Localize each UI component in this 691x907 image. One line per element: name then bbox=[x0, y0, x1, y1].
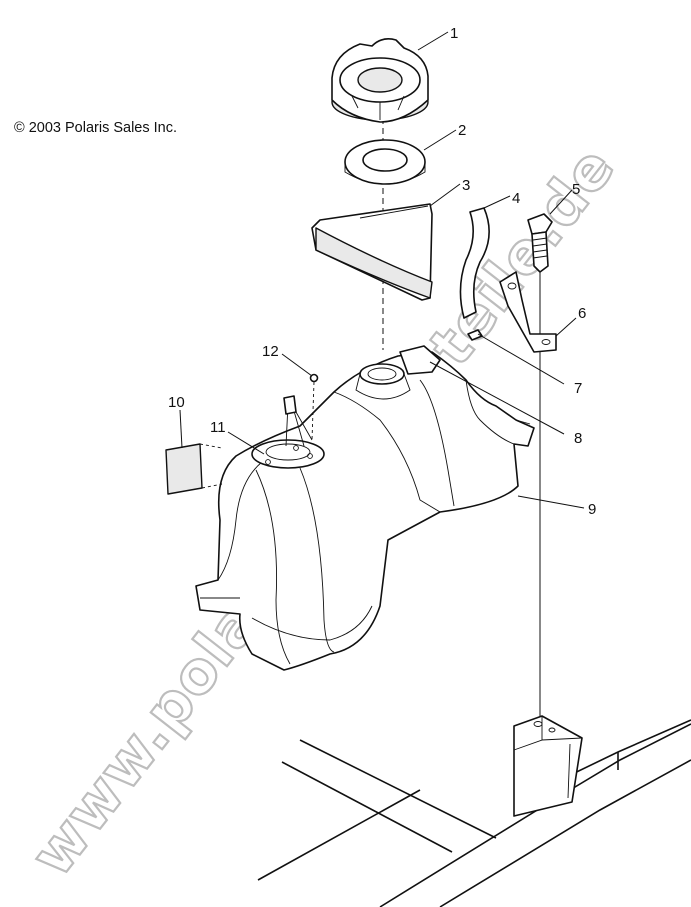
callout-8: 8 bbox=[574, 430, 582, 447]
callout-2: 2 bbox=[458, 122, 466, 139]
part-vent-hose bbox=[459, 207, 490, 319]
callout-4: 4 bbox=[512, 190, 520, 207]
callout-10: 10 bbox=[168, 394, 185, 411]
frame-rails bbox=[257, 715, 691, 907]
part-gasket-ring bbox=[344, 139, 426, 185]
part-decal bbox=[165, 443, 223, 495]
callout-9: 9 bbox=[588, 501, 596, 518]
part-bracket bbox=[499, 271, 557, 353]
callout-3: 3 bbox=[462, 177, 470, 194]
part-bolt bbox=[527, 213, 553, 273]
callout-5: 5 bbox=[572, 181, 580, 198]
leader-lines bbox=[179, 31, 585, 509]
part-fuel-cap bbox=[331, 38, 429, 123]
callout-6: 6 bbox=[578, 305, 586, 322]
part-tank-pad bbox=[311, 203, 433, 301]
part-fuel-tank bbox=[195, 345, 535, 671]
callout-11: 11 bbox=[210, 419, 226, 436]
copyright-notice: © 2003 Polaris Sales Inc. bbox=[14, 120, 178, 136]
callout-1: 1 bbox=[450, 25, 458, 42]
callout-12: 12 bbox=[262, 343, 279, 360]
part-small-fitting bbox=[309, 373, 319, 441]
callout-7: 7 bbox=[574, 380, 582, 397]
callout-labels: 1 2 3 4 5 6 7 8 9 10 11 12 bbox=[168, 25, 596, 518]
